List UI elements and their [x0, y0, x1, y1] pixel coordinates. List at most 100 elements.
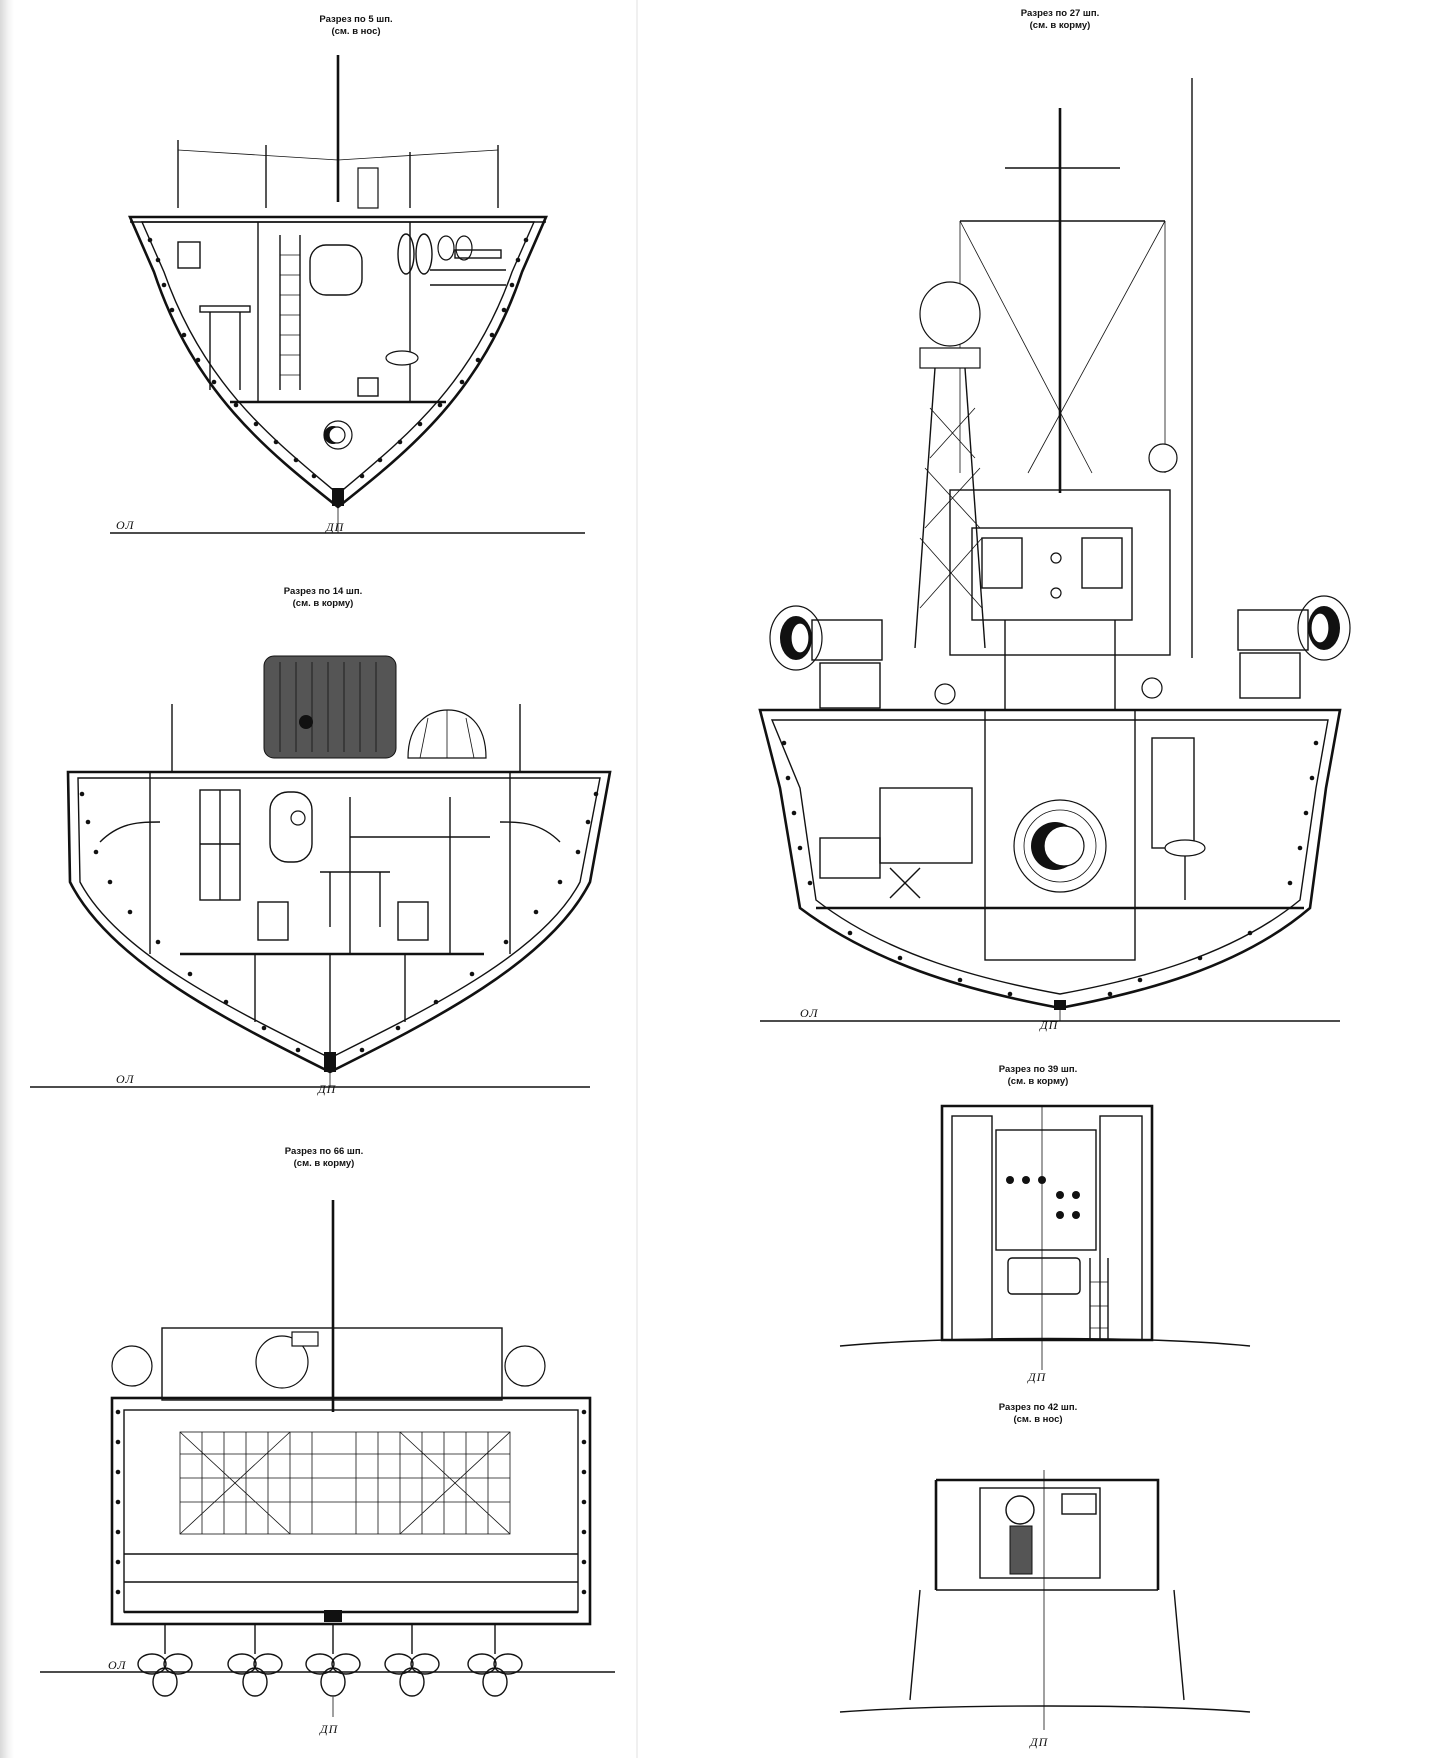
binnacle [1009, 1525, 1033, 1575]
deckhouse-outline [936, 1478, 1160, 1590]
fender [437, 235, 455, 261]
ventilator [357, 167, 379, 209]
centerline-label: ДП [1040, 1018, 1059, 1032]
stay-line [337, 149, 499, 161]
section-title-text: Разрез по 39 шп. [998, 1064, 1078, 1075]
door-window [290, 810, 306, 826]
cabinet [1007, 1257, 1081, 1295]
centerline-label: ДП [320, 1722, 339, 1736]
cabinet [177, 241, 201, 269]
propellers [137, 1624, 523, 1697]
radar-dome [919, 281, 981, 347]
page-fold-line [636, 0, 638, 1758]
frame-42-drawing [839, 1470, 1251, 1730]
porthole-small [934, 683, 956, 705]
centerline-label: ДП [1030, 1735, 1049, 1749]
instrument-box [1061, 1493, 1097, 1515]
keel [1054, 1000, 1066, 1010]
propeller [384, 1624, 440, 1697]
baseline-label: ОЛ [108, 1658, 127, 1672]
section-frame-5: Разрез по 5 шп. (см. в нос) [110, 10, 590, 540]
rivets [115, 1409, 587, 1595]
section-frame-39: Разрез по 39 шп. (см. в корму) ДП [830, 1060, 1251, 1390]
deckhouse-outline [940, 1104, 1154, 1342]
liferaft-grating [263, 655, 397, 759]
hull-outline [128, 215, 548, 509]
section-title: Разрез по 39 шп. (см. в корму) [928, 1064, 1148, 1088]
curved-frame [499, 821, 561, 843]
section-subtitle-text: (см. в нос) [1013, 1414, 1063, 1425]
section-title-text: Разрез по 5 шп. [319, 14, 393, 25]
radome-rib [465, 717, 475, 759]
stay [1027, 220, 1166, 474]
window [981, 537, 1023, 589]
deck-curve [839, 1705, 1251, 1713]
section-title: Разрез по 14 шп. (см. в корму) [213, 586, 433, 610]
centerline-label: ДП [1028, 1370, 1047, 1384]
curved-frame [99, 821, 161, 843]
section-title-text: Разрез по 14 шп. [283, 586, 363, 597]
console [979, 1487, 1101, 1579]
lattice-mast-leg [964, 367, 986, 649]
scan-shadow-edge [0, 0, 14, 1758]
baseline-label: ОЛ [116, 518, 135, 532]
bridge-window-frame [971, 527, 1133, 621]
section-title: Разрез по 66 шп. (см. в корму) [214, 1146, 434, 1170]
frame-5-drawing [110, 55, 585, 534]
section-subtitle-text: (см. в корму) [292, 598, 354, 609]
rivets [147, 237, 529, 479]
bunk [454, 249, 502, 259]
fender [455, 235, 473, 261]
rivets [781, 740, 1319, 997]
tank [255, 1335, 309, 1389]
bench [819, 837, 881, 879]
propeller [305, 1624, 361, 1697]
deck-curve [839, 1337, 1251, 1347]
window [1081, 537, 1123, 589]
section-subtitle-text: (см. в корму) [1029, 20, 1091, 31]
stool-leg [889, 867, 921, 899]
section-frame-66: Разрез по 66 шп. (см. в корму) [40, 1142, 620, 1752]
stay [959, 220, 1093, 474]
ventilator-left [769, 605, 883, 709]
table-top [199, 305, 251, 313]
cabinet [879, 787, 973, 864]
section-title-text: Разрез по 66 шп. [284, 1146, 364, 1157]
lattice-mast-leg [914, 367, 936, 649]
window-fitting [1050, 552, 1062, 564]
hull-inner-plating [770, 719, 1329, 995]
bridge-structure [949, 489, 1171, 656]
radome-rib [419, 717, 429, 759]
support-struts [909, 1589, 1185, 1701]
propeller [467, 1624, 523, 1697]
rivets [79, 791, 599, 1053]
centerline-label: ДП [326, 520, 345, 534]
hull-inner-plating [77, 777, 601, 1059]
baseline-label: ОЛ [800, 1006, 819, 1020]
porthole-ring [1023, 809, 1097, 883]
chair [257, 901, 289, 941]
baseline-label: ОЛ [116, 1072, 135, 1086]
gauges [1006, 1176, 1080, 1219]
frame-14-drawing [30, 655, 612, 1088]
washbasin [385, 350, 419, 366]
side-wall [951, 1115, 993, 1341]
keel [324, 1610, 342, 1622]
stay-line [177, 149, 339, 161]
searchlight-left [111, 1345, 153, 1387]
radar-base [919, 347, 981, 369]
window-fitting [1050, 587, 1062, 599]
door [1151, 737, 1195, 849]
porthole-highlight [328, 426, 346, 444]
ladder-rungs [280, 254, 300, 376]
propeller [137, 1624, 193, 1697]
coiled-rope [415, 233, 433, 275]
coiled-rope [397, 233, 415, 275]
keel [324, 1052, 336, 1072]
bucket [357, 377, 379, 397]
instrument-panel [995, 1129, 1097, 1251]
section-frame-14: Разрез по 14 шп. (см. в корму) [30, 582, 612, 1102]
frame-66-drawing [40, 1200, 615, 1717]
section-title: Разрез по 27 шп. (см. в корму) [950, 8, 1170, 32]
oval-door [269, 791, 313, 863]
